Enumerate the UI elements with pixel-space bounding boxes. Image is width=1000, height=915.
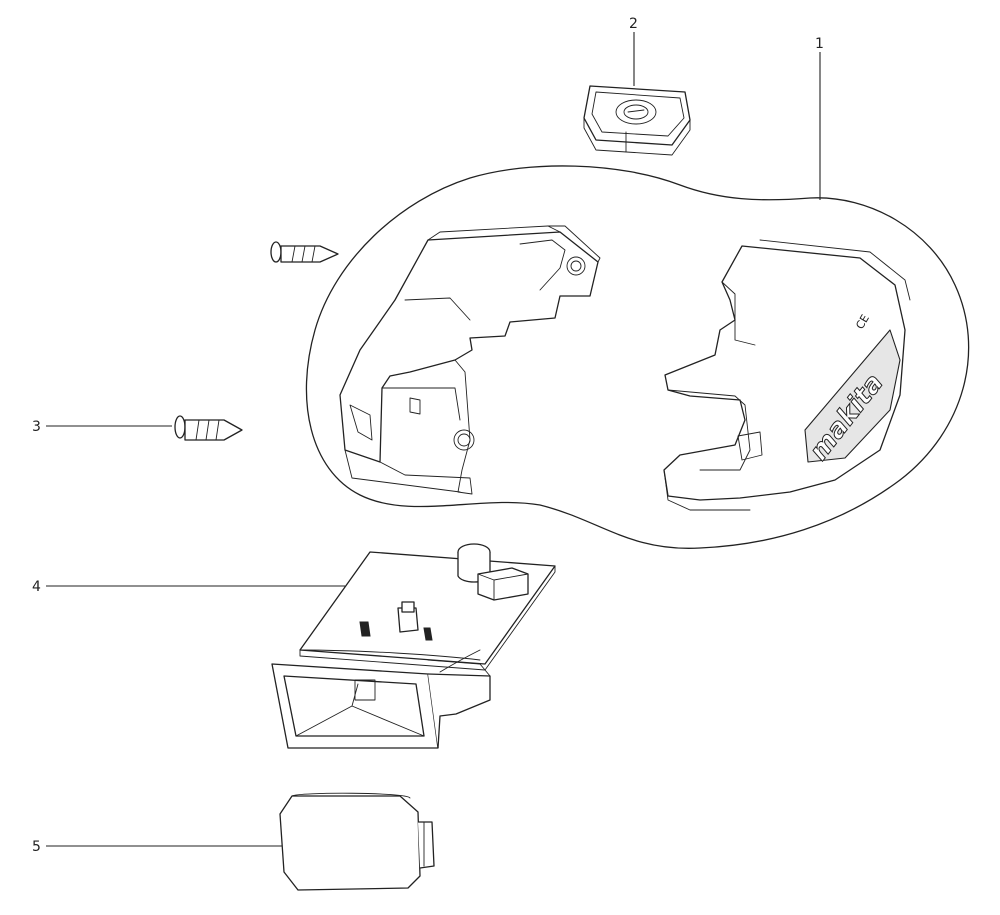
- callout-number-5: 5: [32, 839, 41, 855]
- callout-number-3: 3: [32, 419, 41, 435]
- housing-group-outline: [305, 165, 970, 549]
- callout-number-1: 1: [815, 36, 824, 52]
- callout-number-4: 4: [32, 579, 41, 595]
- part-4-circuit-board[interactable]: [271, 543, 556, 749]
- part-5-cover-cap[interactable]: [279, 792, 435, 891]
- part-2-cap[interactable]: [583, 85, 691, 156]
- housing-marking: CE: [853, 312, 872, 331]
- left-housing-half: [339, 225, 601, 495]
- part-3-screw-upper[interactable]: [270, 241, 339, 263]
- callout-number-2: 2: [629, 16, 638, 32]
- part-3-screw-lower[interactable]: [174, 415, 243, 441]
- right-housing-half: makita CE: [663, 239, 911, 511]
- part-1-housing-group[interactable]: makita CE: [305, 165, 970, 549]
